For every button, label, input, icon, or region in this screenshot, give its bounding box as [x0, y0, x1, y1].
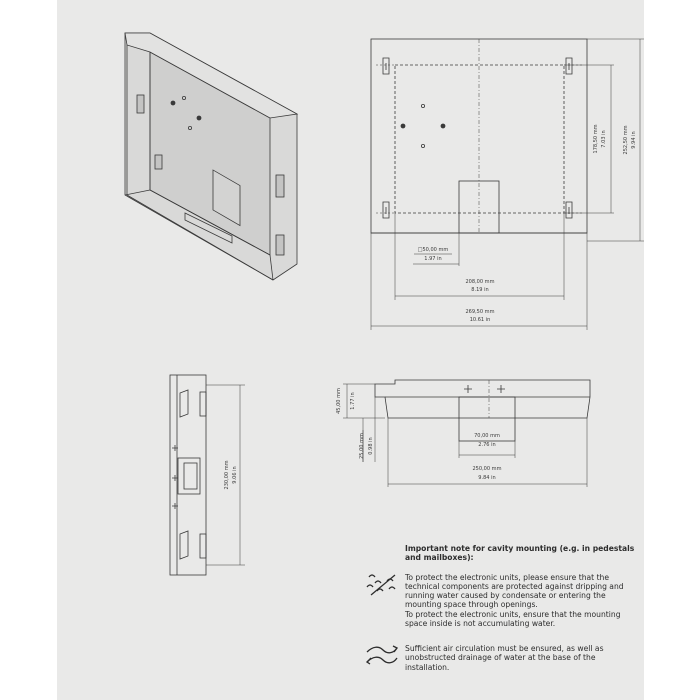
- dim-hole-spacing-in: 8.19 in: [471, 287, 488, 293]
- front-view: [370, 38, 588, 234]
- dim-inner-height-mm: 178,50 mm: [593, 124, 599, 153]
- note-para-1: To protect the electronic units, please …: [405, 572, 624, 610]
- dim-outer-height-mm: 252,50 mm: [623, 125, 629, 154]
- notes-heading: Important note for cavity mounting (e.g.…: [405, 544, 635, 563]
- dim-bottom-opening-mm: 70,00 mm: [474, 433, 500, 439]
- dim-square-in: 1.97 in: [424, 256, 441, 262]
- dim-side-height-in: 9.06 in: [232, 466, 238, 483]
- front-view-dimensions: [370, 38, 644, 330]
- water-drip-icon: [366, 573, 396, 595]
- dim-depth-step-in: 0.98 in: [368, 437, 374, 454]
- isometric-box-view: [124, 32, 299, 281]
- dim-inner-height-in: 7.03 in: [601, 130, 607, 147]
- dim-depth-step-mm: 25,00 mm: [359, 433, 365, 459]
- dim-hole-spacing-mm: 208,00 mm: [465, 279, 494, 285]
- dim-outer-width-mm: 269,50 mm: [465, 309, 494, 315]
- air-circulation-icon: [365, 645, 398, 665]
- side-view: [169, 374, 245, 576]
- technical-drawing: □50,00 mm 1.97 in 208,00 mm 8.19 in 269,…: [124, 32, 644, 576]
- dim-outer-width-in: 10.61 in: [470, 317, 491, 323]
- dim-square-mm: □50,00 mm: [418, 247, 449, 253]
- cavity-mounting-notes: Important note for cavity mounting (e.g.…: [365, 544, 640, 672]
- note-water-protection: To protect the electronic units, please …: [366, 572, 640, 629]
- dim-bottom-width-in: 9.84 in: [478, 475, 495, 481]
- dim-bottom-width-mm: 250,00 mm: [472, 466, 501, 472]
- dim-depth-total-in: 1.77 in: [350, 392, 356, 409]
- bottom-view: [343, 379, 591, 487]
- dim-bottom-opening-in: 2.76 in: [478, 442, 495, 448]
- note-para-2: To protect the electronic units, ensure …: [405, 609, 621, 628]
- dim-outer-height-in: 9.94 in: [631, 131, 637, 148]
- dim-depth-total-mm: 45,00 mm: [336, 388, 342, 414]
- note-para-3: Sufficient air circulation must be ensur…: [405, 644, 604, 672]
- note-air-circulation: Sufficient air circulation must be ensur…: [365, 644, 640, 672]
- dim-side-height-mm: 230,00 mm: [224, 460, 230, 489]
